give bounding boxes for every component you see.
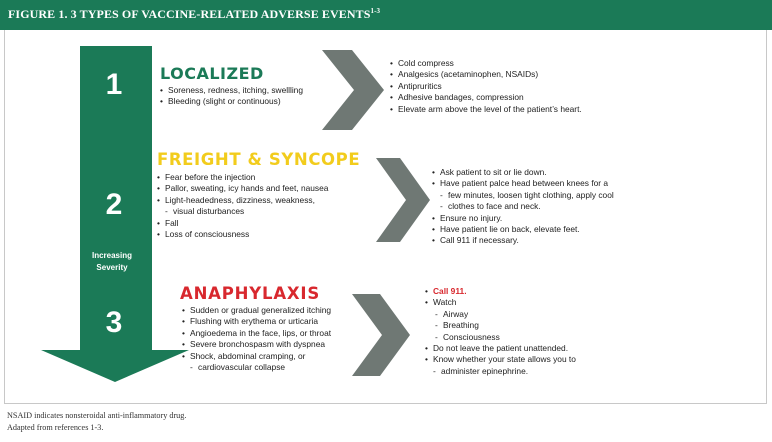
- severity-label-line-1: Increasing: [91, 251, 132, 260]
- treatment-item: Watch: [425, 297, 576, 308]
- treatment-item: Ensure no injury.: [432, 213, 614, 224]
- symptom-item: Soreness, redness, itching, swellling: [160, 85, 303, 96]
- category-title-anaphylaxis: ANAPHYLAXIS: [180, 284, 321, 303]
- symptoms-localized: Soreness, redness, itching, swellling Bl…: [160, 85, 303, 108]
- treatment-continuation: clothes to face and neck.: [432, 201, 614, 212]
- chevron-arrow-2: [376, 158, 430, 242]
- symptom-item: Light-headedness, dizziness, weakness,: [157, 195, 328, 206]
- severity-label-line-2: Severity: [96, 262, 128, 272]
- figure-header: FIGURE 1. 3 TYPES OF VACCINE-RELATED ADV…: [0, 0, 772, 30]
- footnote-abbreviation: NSAID indicates nonsteroidal anti-inflam…: [7, 411, 187, 420]
- treatment-item-call-911: Call 911.: [425, 286, 576, 297]
- chevron-arrow-3: [352, 294, 410, 376]
- symptoms-anaphylaxis: Sudden or gradual generalized itching Fl…: [182, 305, 331, 373]
- symptom-continuation: visual disturbances: [157, 206, 328, 217]
- treatment-item: Adhesive bandages, compression: [390, 92, 582, 103]
- treatment-item: Cold compress: [390, 58, 582, 69]
- treatment-item: Do not leave the patient unattended.: [425, 343, 576, 354]
- symptom-item: Loss of consciousness: [157, 229, 328, 240]
- treatments-localized: Cold compress Analgesics (acetaminophen,…: [390, 58, 582, 115]
- category-number-1: 1: [105, 68, 123, 101]
- category-number-2: 2: [105, 188, 123, 221]
- symptom-item: Shock, abdominal cramping, or: [182, 351, 331, 362]
- figure-frame: [4, 30, 767, 404]
- symptom-item: Fear before the injection: [157, 172, 328, 183]
- treatment-continuation: few minutes, loosen tight clothing, appl…: [432, 190, 614, 201]
- treatment-item: Have patient palce head between knees fo…: [432, 178, 614, 189]
- treatment-item: Analgesics (acetaminophen, NSAIDs): [390, 69, 582, 80]
- symptom-item: Angioedema in the face, lips, or throat: [182, 328, 331, 339]
- category-title-localized: LOCALIZED: [160, 64, 264, 83]
- severity-label: Increasing Severity: [79, 250, 145, 273]
- treatments-freight-syncope: Ask patient to sit or lie down. Have pat…: [432, 167, 614, 247]
- treatment-item: Ask patient to sit or lie down.: [432, 167, 614, 178]
- category-number-3: 3: [105, 306, 123, 339]
- treatment-subitem: Breathing: [425, 320, 576, 331]
- treatment-item: Elevate arm above the level of the patie…: [390, 104, 582, 115]
- chevron-arrow-1: [322, 50, 384, 130]
- symptom-item: Sudden or gradual generalized itching: [182, 305, 331, 316]
- symptom-item: Pallor, sweating, icy hands and feet, na…: [157, 183, 328, 194]
- treatment-item: Call 911 if necessary.: [432, 235, 614, 246]
- treatment-item: Have patient lie on back, elevate feet.: [432, 224, 614, 235]
- treatment-subitem: Consciousness: [425, 332, 576, 343]
- symptom-item: Bleeding (slight or continuous): [160, 96, 303, 107]
- severity-arrow-shape: [41, 46, 189, 382]
- figure-title: FIGURE 1. 3 TYPES OF VACCINE-RELATED ADV…: [8, 7, 381, 21]
- symptom-item: Fall: [157, 218, 328, 229]
- symptom-item: Flushing with erythema or urticaria: [182, 316, 331, 327]
- footnote-source: Adapted from references 1-3.: [7, 423, 104, 432]
- category-title-freight-syncope: FREIGHT & SYNCOPE: [157, 150, 361, 169]
- figure-notes: NSAID indicates nonsteroidal anti-inflam…: [7, 410, 186, 434]
- symptom-continuation: cardiovascular collapse: [182, 362, 331, 373]
- symptoms-freight-syncope: Fear before the injection Pallor, sweati…: [157, 172, 328, 240]
- treatment-item: Antipruritics: [390, 81, 582, 92]
- treatment-item: Know whether your state allows you to: [425, 354, 576, 365]
- treatments-anaphylaxis: Call 911. Watch Airway Breathing Conscio…: [425, 286, 576, 377]
- figure-title-superscript: 1-3: [370, 7, 381, 15]
- treatment-continuation: administer epinephrine.: [425, 366, 576, 377]
- treatment-subitem: Airway: [425, 309, 576, 320]
- symptom-item: Severe bronchospasm with dyspnea: [182, 339, 331, 350]
